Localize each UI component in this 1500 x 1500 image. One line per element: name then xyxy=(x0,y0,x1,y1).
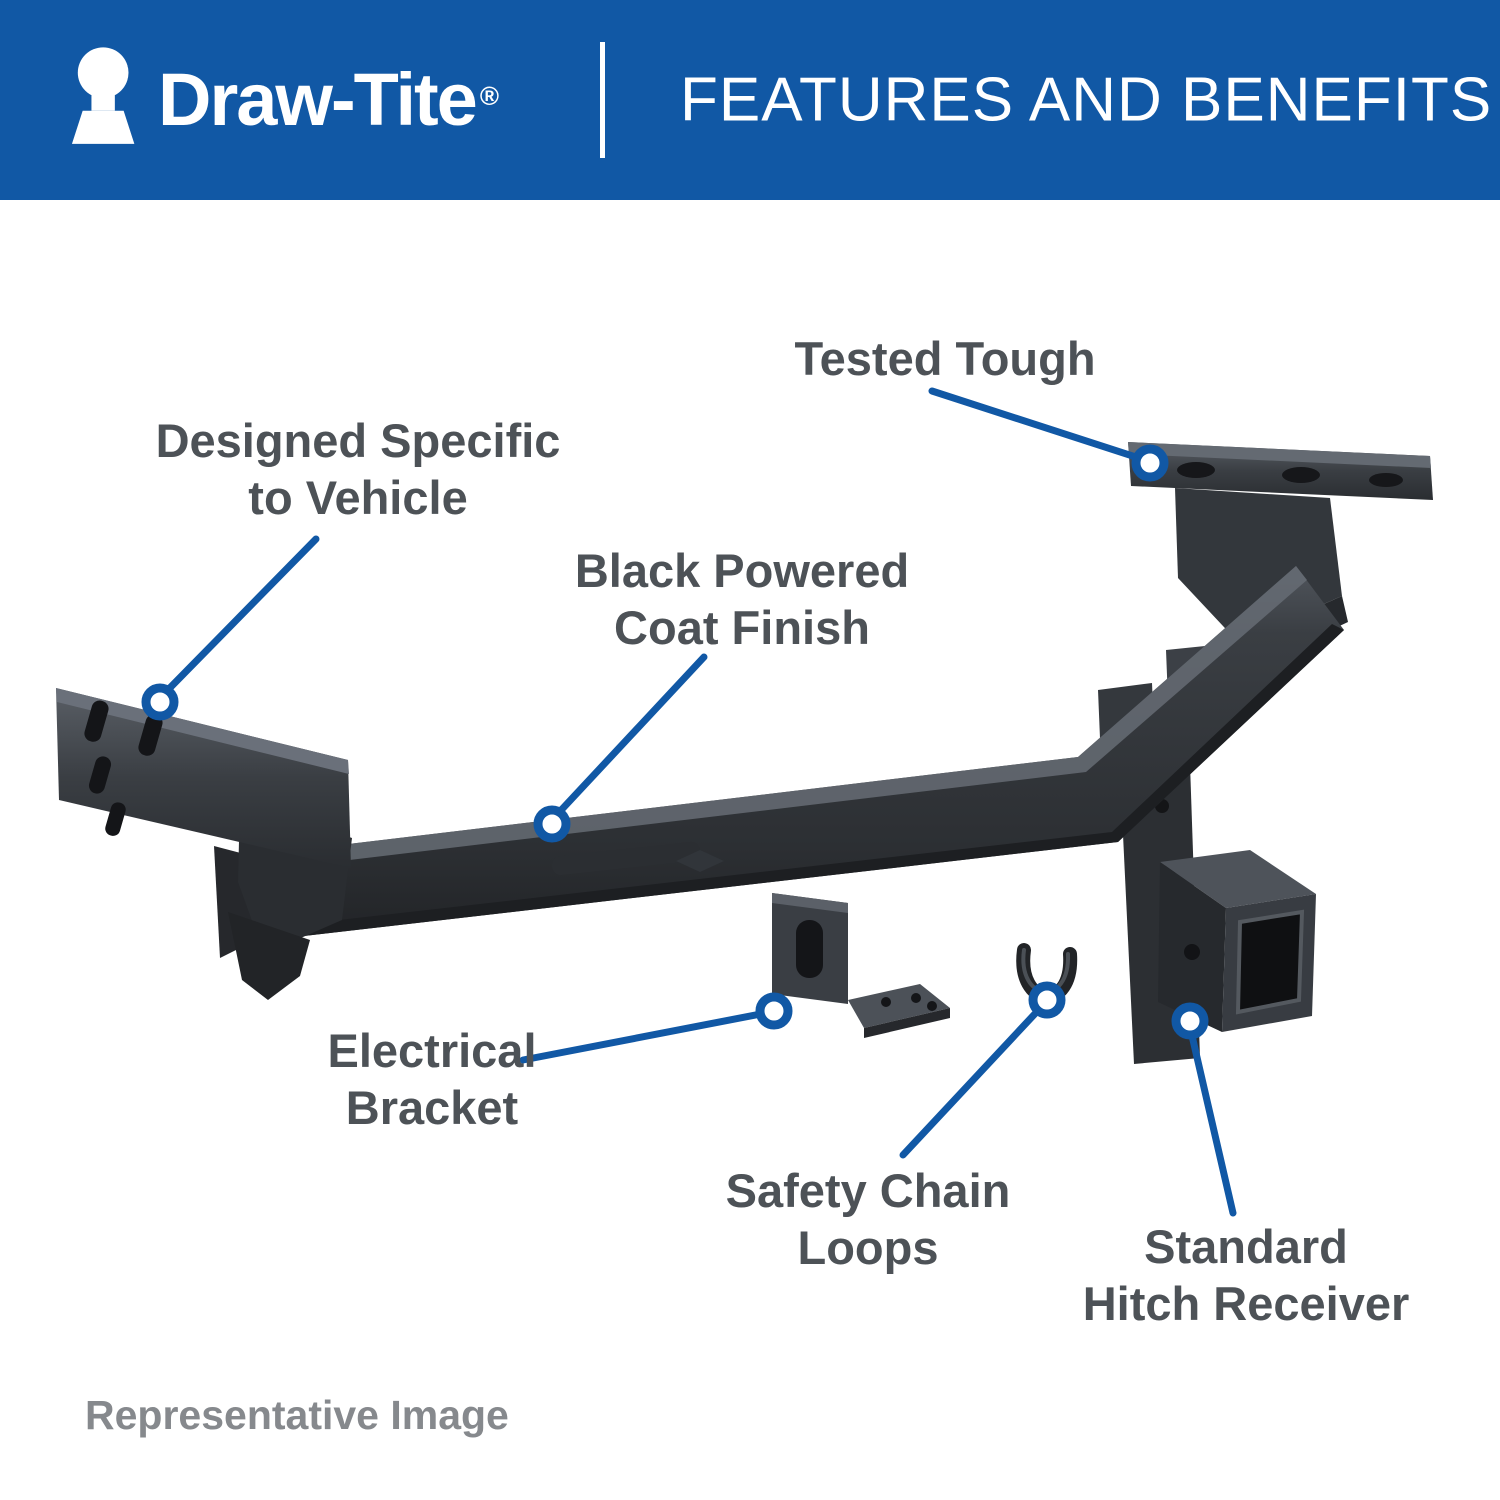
representative-image-note: Representative Image xyxy=(85,1392,509,1438)
lead-dot-safety-chain xyxy=(1028,981,1066,1019)
callout-label-standard-hitch: Standard Hitch Receiver xyxy=(1083,1218,1410,1333)
lead-dot-tested-tough xyxy=(1131,444,1169,482)
callout-text: Coat Finish xyxy=(614,601,870,655)
callout-label-electrical-bracket: Electrical Bracket xyxy=(327,1022,536,1137)
brand-name: Draw-Tite xyxy=(158,58,478,141)
callout-text: to Vehicle xyxy=(248,471,468,525)
lead-line-black-powder xyxy=(547,653,708,825)
header-banner: Draw-Tite ® FEATURES AND BENEFITS xyxy=(0,0,1500,200)
callout-text: Electrical xyxy=(327,1024,537,1077)
lead-line-electrical-bracket xyxy=(519,1008,775,1064)
lead-line-standard-hitch xyxy=(1186,1023,1237,1217)
lead-dot-electrical-bracket xyxy=(755,992,793,1030)
lead-dot-designed-specific xyxy=(141,683,179,721)
callout-text: Black Powered xyxy=(574,544,910,597)
callout-label-designed-specific: Designed Specific to Vehicle xyxy=(156,412,561,527)
registered-mark: ® xyxy=(479,81,499,111)
callout-text: Hitch Receiver xyxy=(1082,1277,1410,1331)
lead-line-designed-specific xyxy=(155,535,320,703)
main-crossbar xyxy=(248,566,1344,942)
lead-line-safety-chain xyxy=(899,999,1049,1159)
callout-label-tested-tough: Tested Tough xyxy=(794,330,1095,387)
left-mounting-bracket xyxy=(56,688,352,1000)
hitch-ball-icon xyxy=(71,47,135,144)
electrical-bracket-part xyxy=(772,893,950,1038)
callout-text: Tested Tough xyxy=(794,332,1096,385)
callout-text: Bracket xyxy=(345,1081,519,1135)
lead-dot-black-powder xyxy=(533,805,571,843)
callout-label-black-powder: Black Powered Coat Finish xyxy=(575,542,909,657)
brand-logo: Draw-Tite ® xyxy=(70,45,499,155)
callout-text: Standard xyxy=(1144,1220,1348,1273)
callout-text: Loops xyxy=(797,1221,939,1275)
callout-label-safety-chain: Safety Chain Loops xyxy=(726,1162,1011,1277)
callout-text: Designed Specific xyxy=(155,414,561,467)
lead-line-tested-tough xyxy=(928,387,1152,465)
page-title: FEATURES AND BENEFITS xyxy=(680,65,1493,135)
receiver-tube xyxy=(1158,850,1316,1032)
lead-dot-standard-hitch xyxy=(1171,1002,1209,1040)
header-divider xyxy=(600,42,605,158)
callout-text: Safety Chain xyxy=(725,1164,1011,1217)
